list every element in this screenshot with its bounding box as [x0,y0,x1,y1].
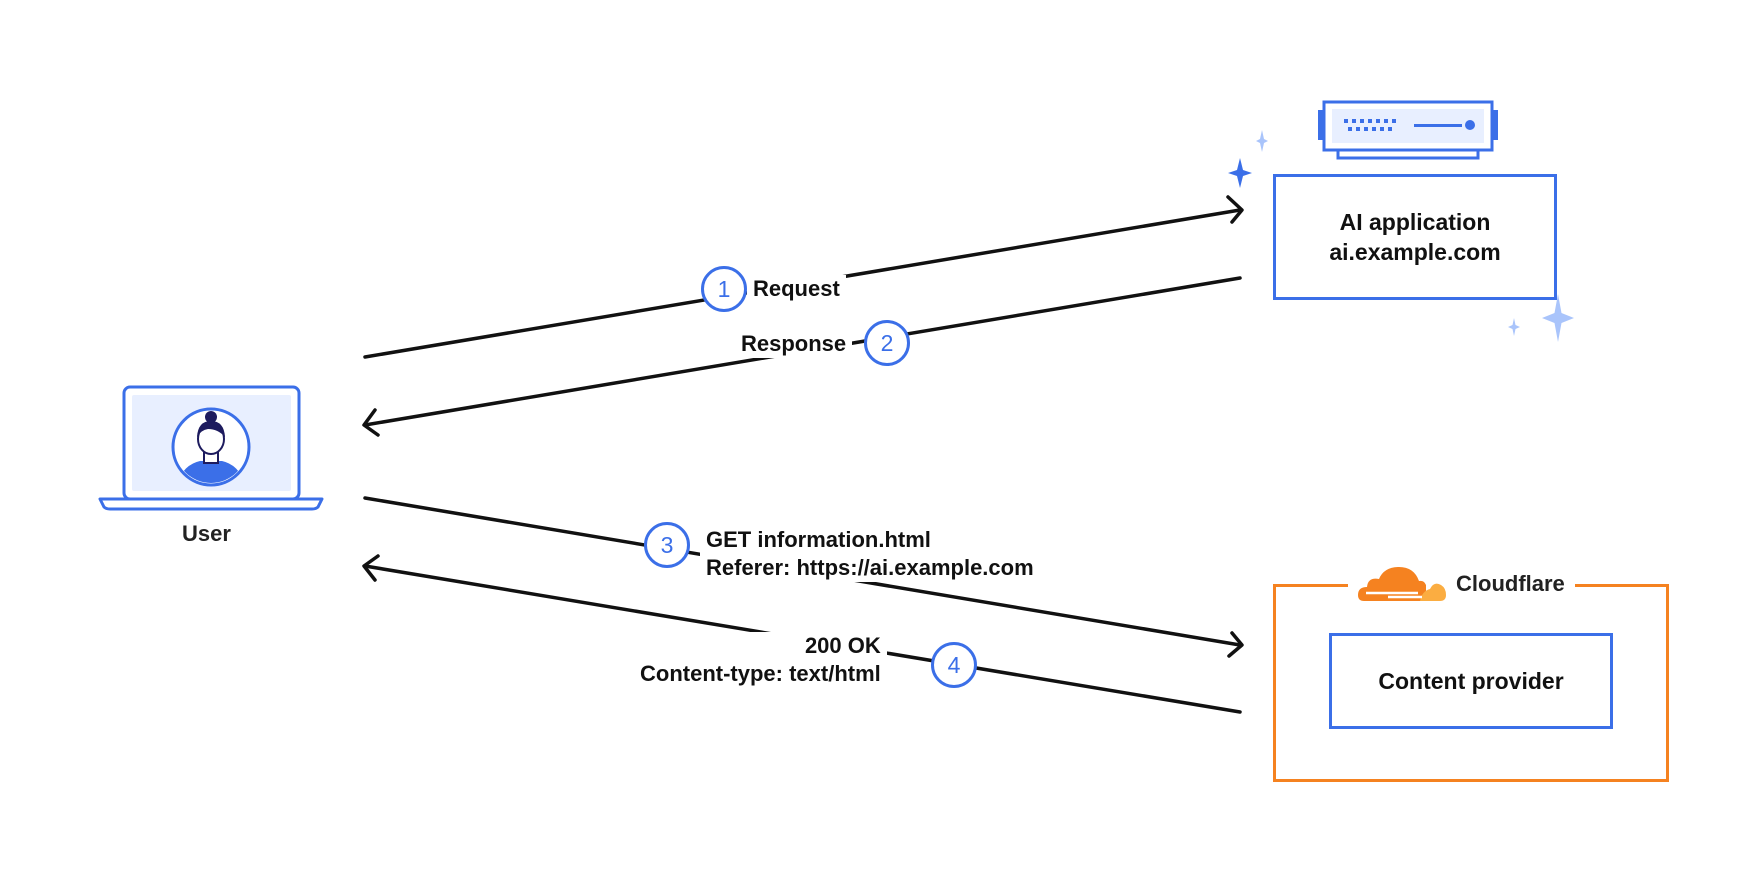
sparkle-icon [1228,130,1268,188]
step-4-line-2: Content-type: text/html [640,661,881,686]
ok-arrowhead [362,554,380,582]
step-2-label: Response [735,330,853,358]
request-arrowhead [1226,195,1244,224]
ai-application-domain: ai.example.com [1329,239,1501,265]
cloudflare-title: Cloudflare [1348,565,1575,603]
content-provider-label: Content provider [1378,668,1564,694]
step-1-badge: 1 [701,266,747,312]
step-3-line-2: Referer: https://ai.example.com [706,555,1034,580]
step-4-badge: 4 [931,642,977,688]
step-4-line-1: 200 OK [804,633,881,658]
step-3-line-1: GET information.html [706,527,931,552]
get-arrowhead [1227,631,1244,658]
laptop-icon [98,385,324,511]
step-3-badge: 3 [644,522,690,568]
step-4-label: 200 OK Content-type: text/html [634,632,887,688]
step-2-badge: 2 [864,320,910,366]
ai-application-name: AI application [1339,209,1491,235]
ai-application-box: AI application ai.example.com [1273,174,1557,300]
step-1-label: Request [747,275,846,303]
user-label: User [182,521,231,546]
response-arrowhead [362,408,380,437]
server-icon [1318,100,1498,160]
cloudflare-cloud-icon [1358,567,1446,601]
cloudflare-label: Cloudflare [1456,571,1565,596]
sparkle-icon [1508,294,1574,342]
content-provider-box: Content provider [1329,633,1613,729]
step-3-label: GET information.html Referer: https://ai… [700,526,1040,582]
